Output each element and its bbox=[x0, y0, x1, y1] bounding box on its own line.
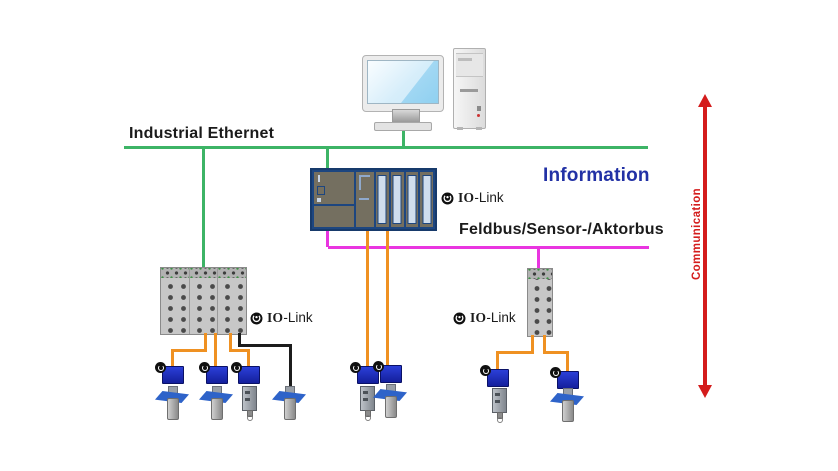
pc-monitor bbox=[362, 55, 444, 112]
io-link-device-box bbox=[373, 361, 402, 383]
cable-segment bbox=[229, 333, 232, 350]
module-panel bbox=[161, 268, 189, 334]
io-link-logo-icon bbox=[231, 362, 242, 373]
ethernet-drop-pc bbox=[402, 129, 405, 147]
io-link-logo-icon bbox=[550, 367, 561, 378]
module-panel bbox=[218, 268, 247, 334]
io-link-label-text: IO-Link bbox=[267, 310, 313, 325]
plc-io-card bbox=[390, 172, 404, 227]
io-link-device-box bbox=[199, 362, 228, 384]
io-link-device-box bbox=[231, 362, 260, 384]
io-link-logo-icon bbox=[199, 362, 210, 373]
io-link-logo-icon bbox=[350, 362, 361, 373]
cable-segment bbox=[366, 231, 369, 367]
ethernet-bus-line bbox=[124, 146, 648, 149]
rectangular-sensor bbox=[492, 388, 507, 423]
io-link-label-right: IO-Link bbox=[453, 310, 516, 326]
cable-segment bbox=[204, 333, 207, 350]
io-link-master-module-left bbox=[160, 267, 247, 335]
ethernet-drop-left-module bbox=[202, 148, 205, 267]
communication-label: Communication bbox=[691, 187, 703, 281]
io-link-device-box bbox=[550, 367, 579, 389]
plc-io-card bbox=[405, 172, 419, 227]
plc-cpu-module bbox=[356, 172, 374, 227]
cable-segment bbox=[171, 349, 207, 352]
fieldbus-label: Feldbus/Sensor-/Aktorbus bbox=[459, 221, 664, 238]
io-link-label-plc: IO-Link bbox=[441, 190, 504, 206]
fieldbus-drop-plc bbox=[326, 231, 329, 247]
cable-segment bbox=[566, 351, 569, 373]
plc-power-supply bbox=[314, 172, 354, 227]
monitor-stand-base bbox=[374, 122, 432, 131]
io-link-logo-icon bbox=[480, 365, 491, 376]
communication-arrow-line bbox=[703, 106, 707, 386]
cylindrical-sensor bbox=[549, 388, 585, 422]
io-link-device-box bbox=[350, 362, 379, 384]
rectangular-sensor bbox=[242, 386, 257, 421]
io-link-logo-icon bbox=[441, 192, 454, 204]
pc-tower bbox=[453, 48, 486, 130]
cable-segment bbox=[238, 333, 241, 347]
cylindrical-sensor bbox=[154, 386, 190, 420]
module-panel bbox=[189, 268, 218, 334]
industrial-ethernet-label: Industrial Ethernet bbox=[129, 125, 275, 142]
tower-foot bbox=[457, 127, 463, 130]
tower-drive-bay bbox=[456, 53, 483, 77]
cylindrical-sensor bbox=[198, 386, 234, 420]
io-link-device-box bbox=[155, 362, 184, 384]
cable-segment bbox=[289, 344, 292, 389]
cable-segment bbox=[386, 231, 389, 366]
tower-drive-slot bbox=[460, 89, 478, 92]
cable-segment bbox=[543, 335, 546, 354]
plc-io-card bbox=[420, 172, 433, 227]
monitor-screen bbox=[367, 60, 439, 104]
io-link-device-box bbox=[480, 365, 509, 387]
fieldbus-drop-right-module bbox=[537, 248, 540, 268]
io-link-label-left: IO-Link bbox=[250, 310, 313, 326]
cable-segment bbox=[496, 351, 534, 354]
rectangular-sensor bbox=[360, 386, 375, 421]
tower-foot bbox=[476, 127, 482, 130]
io-link-logo-icon bbox=[373, 361, 384, 372]
cylindrical-sensor bbox=[372, 384, 408, 418]
fieldbus-bus-line bbox=[328, 246, 649, 249]
io-link-logo-icon bbox=[453, 312, 466, 324]
cable-segment bbox=[171, 349, 174, 368]
cylindrical-sensor bbox=[271, 386, 307, 420]
cable-segment bbox=[238, 344, 292, 347]
information-label: Information bbox=[543, 165, 650, 186]
cable-segment bbox=[496, 351, 499, 370]
io-link-logo-icon bbox=[250, 312, 263, 324]
plc-power-supply-face bbox=[314, 172, 354, 206]
plc-power-supply-lower bbox=[314, 205, 354, 227]
cable-segment bbox=[543, 351, 569, 354]
plc-io-card bbox=[376, 172, 389, 227]
io-link-logo-icon bbox=[155, 362, 166, 373]
tower-led bbox=[477, 114, 480, 117]
io-link-label-text: IO-Link bbox=[458, 190, 504, 205]
io-link-label-text: IO-Link bbox=[470, 310, 516, 325]
cable-segment bbox=[531, 335, 534, 354]
arrow-down-icon bbox=[698, 385, 712, 398]
cable-segment bbox=[247, 349, 250, 368]
cable-segment bbox=[214, 333, 217, 368]
cable-segment bbox=[229, 349, 250, 352]
arrow-up-icon bbox=[698, 94, 712, 107]
plc-controller bbox=[310, 168, 437, 231]
module-panel bbox=[528, 269, 552, 336]
tower-power-button bbox=[477, 106, 481, 111]
ethernet-drop-plc bbox=[326, 148, 329, 169]
screen-shine bbox=[368, 61, 435, 103]
io-link-master-module-right bbox=[527, 268, 553, 337]
